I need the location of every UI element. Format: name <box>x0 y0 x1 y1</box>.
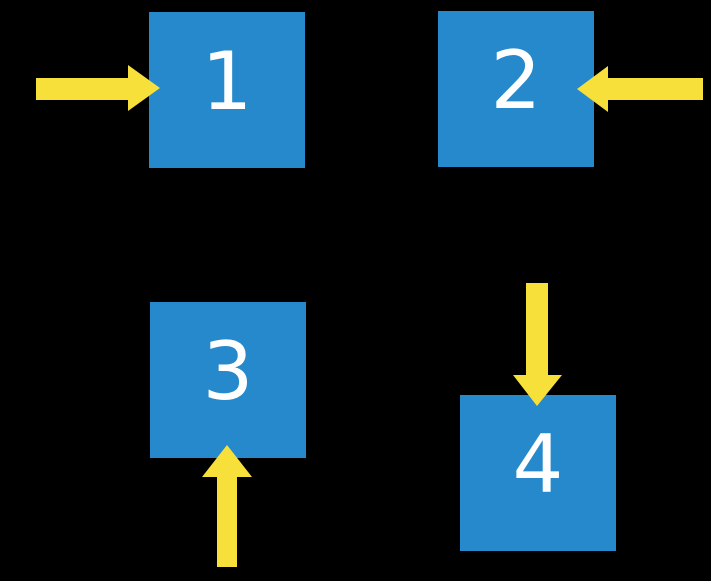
arrow-right-icon <box>36 65 160 111</box>
square-4-label: 4 <box>512 418 564 511</box>
square-2: 2 <box>438 11 594 167</box>
arrow-left-icon <box>577 66 703 112</box>
square-4: 4 <box>460 395 616 551</box>
square-1-label: 1 <box>201 35 253 128</box>
square-3: 3 <box>150 302 306 458</box>
square-2-label: 2 <box>490 34 542 127</box>
square-1: 1 <box>149 12 305 168</box>
square-3-label: 3 <box>202 325 254 418</box>
arrow-down-icon <box>513 283 562 406</box>
arrow-up-icon <box>202 445 252 567</box>
